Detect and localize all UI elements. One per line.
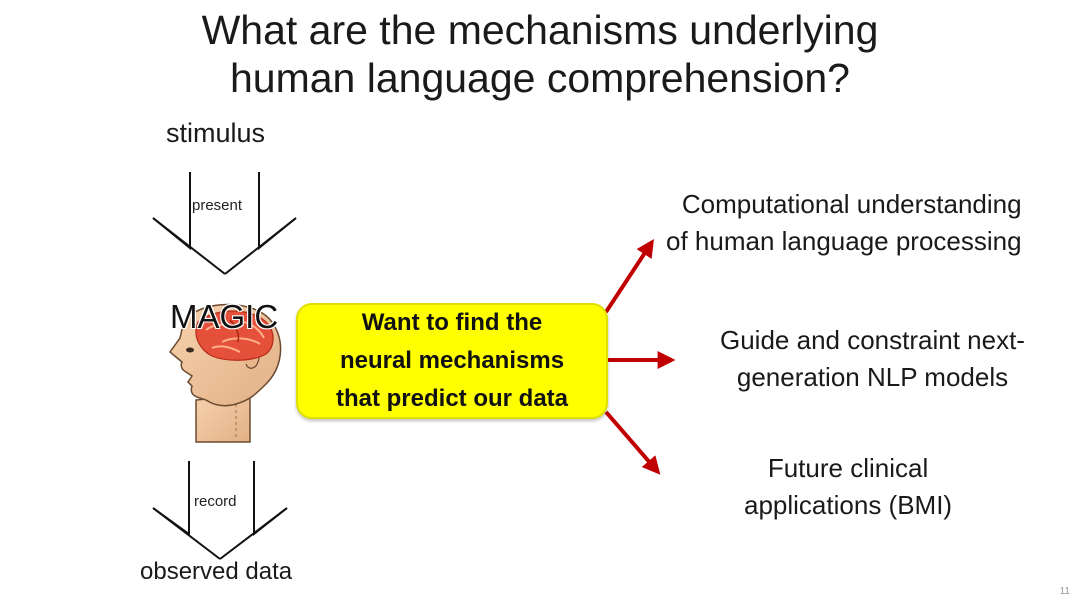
head-illustration xyxy=(168,303,282,443)
outcome-computational: Computational understanding of human lan… xyxy=(666,186,1022,260)
callout-line-1: Want to find the xyxy=(361,309,543,336)
present-label: present xyxy=(192,197,243,214)
record-arrow xyxy=(152,461,288,560)
outcome-1-line-2: of human language processing xyxy=(666,226,1022,256)
goal-callout: Want to find the neural mechanisms that … xyxy=(296,303,608,419)
title-line-1: What are the mechanisms underlying xyxy=(201,7,879,53)
title-line-2: human language comprehension? xyxy=(229,55,850,101)
page-number: 11 xyxy=(1059,586,1070,597)
outcome-arrows xyxy=(604,238,676,475)
stimulus-label: stimulus xyxy=(166,118,266,148)
callout-line-2: neural mechanisms xyxy=(339,347,565,374)
present-arrow xyxy=(152,172,297,275)
outcome-3-line-2: applications (BMI) xyxy=(744,490,953,520)
observed-data-label: observed data xyxy=(140,558,293,585)
arrow-to-outcome-3 xyxy=(604,410,661,475)
arrow-to-outcome-1 xyxy=(604,238,654,314)
outcome-1-line-1: Computational understanding xyxy=(681,189,1022,219)
outcome-2-line-1: Guide and constraint next- xyxy=(720,325,1025,355)
brain-icon xyxy=(195,310,274,361)
outcome-3-line-1: Future clinical xyxy=(767,453,929,483)
outcome-nlp-models: Guide and constraint next- generation NL… xyxy=(720,322,1025,396)
slide-title: What are the mechanisms underlying human… xyxy=(0,6,1080,102)
callout-line-3: that predict our data xyxy=(335,385,569,412)
record-label: record xyxy=(194,493,237,510)
outcome-clinical: Future clinical applications (BMI) xyxy=(744,450,952,524)
outcome-2-line-2: generation NLP models xyxy=(736,362,1009,392)
magic-label: MAGIC xyxy=(170,298,279,335)
